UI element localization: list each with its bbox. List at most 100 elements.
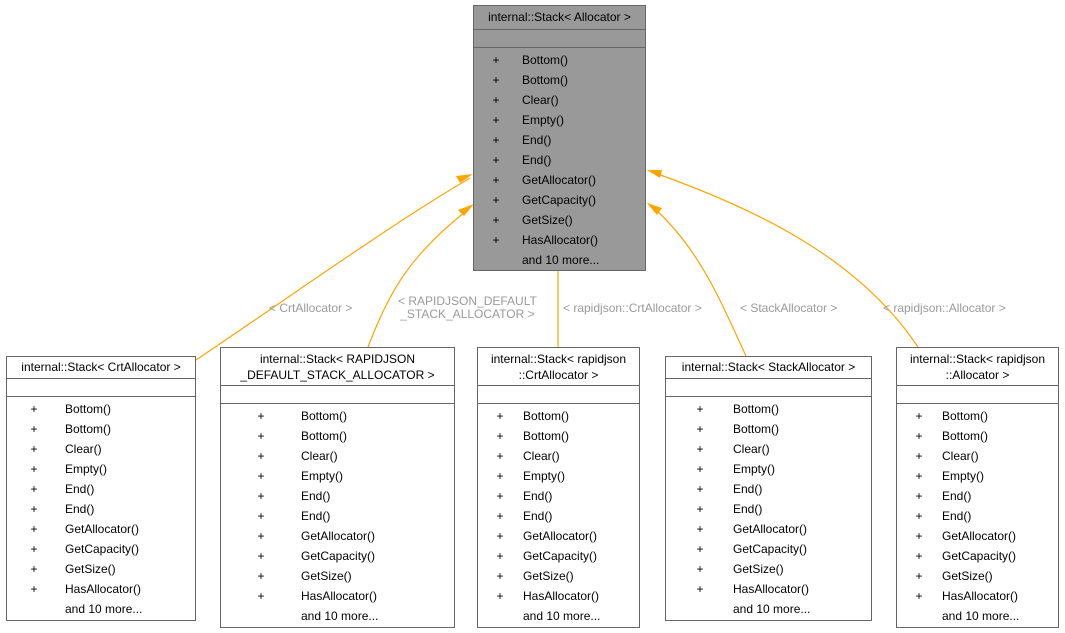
edge-label-stackallocator: < StackAllocator > xyxy=(740,301,838,315)
method-row: +GetSize() xyxy=(257,569,352,583)
more-methods[interactable]: and 10 more... xyxy=(942,609,1020,623)
method-row: +HasAllocator() xyxy=(696,582,810,596)
arrowhead-rapidjson-default xyxy=(458,204,474,216)
methods-section: +Bottom() +Bottom() +Clear() +Empty() +E… xyxy=(666,397,871,619)
class-title: internal::Stack< CrtAllocator > xyxy=(7,357,195,379)
method-row: +End() xyxy=(696,482,763,496)
arrowhead-rapidjson-allocator xyxy=(647,170,662,178)
method-row: +End() xyxy=(915,489,972,503)
arrowhead-stackallocator xyxy=(647,203,662,215)
method-row: +HasAllocator() xyxy=(257,589,378,603)
method-row: +GetAllocator() xyxy=(492,173,597,187)
method-row: +Clear() xyxy=(696,442,770,456)
methods-section: +Bottom() +Bottom() +Clear() +Empty() +E… xyxy=(897,404,1058,626)
method-row: +HasAllocator() xyxy=(915,589,1019,603)
method-row: +End() xyxy=(492,153,552,167)
method-row: +GetAllocator() xyxy=(257,529,376,543)
method-row: +GetSize() xyxy=(915,569,993,583)
attributes-section xyxy=(221,386,454,404)
method-row: +GetAllocator() xyxy=(915,529,1017,543)
more-methods[interactable]: and 10 more... xyxy=(523,609,601,623)
method-row: +Bottom() xyxy=(915,429,989,443)
edge-rapidjson-allocator xyxy=(651,171,919,348)
method-row: +HasAllocator() xyxy=(492,233,599,247)
method-row: +GetCapacity() xyxy=(257,549,376,563)
derived-class-node-crtallocator[interactable]: internal::Stack< CrtAllocator > +Bottom(… xyxy=(6,356,196,621)
class-title: internal::Stack< rapidjson ::Allocator > xyxy=(897,348,1058,386)
method-row: +GetAllocator() xyxy=(30,522,140,536)
method-row: +Bottom() xyxy=(496,429,570,443)
class-title: internal::Stack< Allocator > xyxy=(474,6,645,30)
more-methods[interactable]: and 10 more... xyxy=(301,609,379,623)
method-row: +GetAllocator() xyxy=(496,529,598,543)
method-row: +Bottom() xyxy=(696,402,780,416)
method-row: +HasAllocator() xyxy=(496,589,600,603)
method-row: +End() xyxy=(257,509,331,523)
method-row: +GetCapacity() xyxy=(496,549,598,563)
methods-section: +Bottom() +Bottom() +Clear() +Empty() +E… xyxy=(7,397,195,619)
method-row: +Bottom() xyxy=(492,53,569,67)
method-row: +Bottom() xyxy=(696,422,780,436)
more-methods[interactable]: and 10 more... xyxy=(65,602,143,616)
attributes-section xyxy=(897,386,1058,404)
edge-stackallocator xyxy=(653,207,747,357)
class-title: internal::Stack< StackAllocator > xyxy=(666,357,871,379)
method-row: +End() xyxy=(496,489,553,503)
method-row: +End() xyxy=(257,489,331,503)
method-row: +GetSize() xyxy=(30,562,116,576)
method-row: +Bottom() xyxy=(30,402,112,416)
method-row: +End() xyxy=(496,509,553,523)
arrowhead-crtallocator xyxy=(456,174,473,183)
base-class-node[interactable]: internal::Stack< Allocator > +Bottom() +… xyxy=(473,5,646,271)
method-row: +End() xyxy=(915,509,972,523)
attributes-section xyxy=(7,379,195,397)
method-row: +HasAllocator() xyxy=(30,582,142,596)
derived-class-node-rapidjson-crtallocator[interactable]: internal::Stack< rapidjson ::CrtAllocato… xyxy=(477,347,640,628)
method-row: +Bottom() xyxy=(257,409,348,423)
method-row: +Empty() xyxy=(696,462,775,476)
method-row: +Clear() xyxy=(915,449,979,463)
method-row: +GetAllocator() xyxy=(696,522,808,536)
method-row: +Bottom() xyxy=(492,73,569,87)
methods-section: +Bottom() +Bottom() +Clear() +Empty() +E… xyxy=(474,48,645,270)
class-title: internal::Stack< RAPIDJSON _DEFAULT_STAC… xyxy=(221,348,454,386)
derived-class-node-rapidjson-default-stack-allocator[interactable]: internal::Stack< RAPIDJSON _DEFAULT_STAC… xyxy=(220,347,455,628)
attributes-section xyxy=(474,30,645,48)
derived-class-node-rapidjson-allocator[interactable]: internal::Stack< rapidjson ::Allocator >… xyxy=(896,347,1059,628)
method-row: +Empty() xyxy=(257,469,343,483)
method-row: +GetCapacity() xyxy=(915,549,1017,563)
method-row: +End() xyxy=(492,133,552,147)
method-row: +Clear() xyxy=(257,449,338,463)
more-methods[interactable]: and 10 more... xyxy=(733,602,811,616)
edge-label-rapidjson-allocator: < rapidjson::Allocator > xyxy=(883,301,1006,315)
edge-label-rapidjson-crtallocator: < rapidjson::CrtAllocator > xyxy=(563,301,702,315)
edge-rapidjson-default xyxy=(367,207,471,348)
method-row: +GetCapacity() xyxy=(492,193,597,207)
method-row: +End() xyxy=(30,482,95,496)
method-row: +Empty() xyxy=(496,469,565,483)
methods-section: +Bottom() +Bottom() +Clear() +Empty() +E… xyxy=(221,404,454,626)
method-row: +GetCapacity() xyxy=(696,542,808,556)
attributes-section xyxy=(478,386,639,404)
edge-label-crtallocator: < CrtAllocator > xyxy=(269,301,353,315)
method-row: +Empty() xyxy=(492,113,564,127)
method-row: +Bottom() xyxy=(496,409,570,423)
method-row: +Clear() xyxy=(30,442,102,456)
edge-crtallocator xyxy=(195,177,471,361)
method-row: +GetSize() xyxy=(696,562,784,576)
method-row: +Bottom() xyxy=(257,429,348,443)
method-row: +Bottom() xyxy=(30,422,112,436)
method-row: +Bottom() xyxy=(915,409,989,423)
derived-class-node-stackallocator[interactable]: internal::Stack< StackAllocator > +Botto… xyxy=(665,356,872,621)
method-row: +GetSize() xyxy=(496,569,574,583)
methods-section: +Bottom() +Bottom() +Clear() +Empty() +E… xyxy=(478,404,639,626)
method-row: +Clear() xyxy=(492,93,559,107)
more-methods[interactable]: and 10 more... xyxy=(522,253,600,267)
method-row: +Empty() xyxy=(915,469,984,483)
method-row: +End() xyxy=(30,502,95,516)
method-row: +Clear() xyxy=(496,449,560,463)
method-row: +Empty() xyxy=(30,462,107,476)
method-row: +GetSize() xyxy=(492,213,573,227)
method-row: +GetCapacity() xyxy=(30,542,140,556)
